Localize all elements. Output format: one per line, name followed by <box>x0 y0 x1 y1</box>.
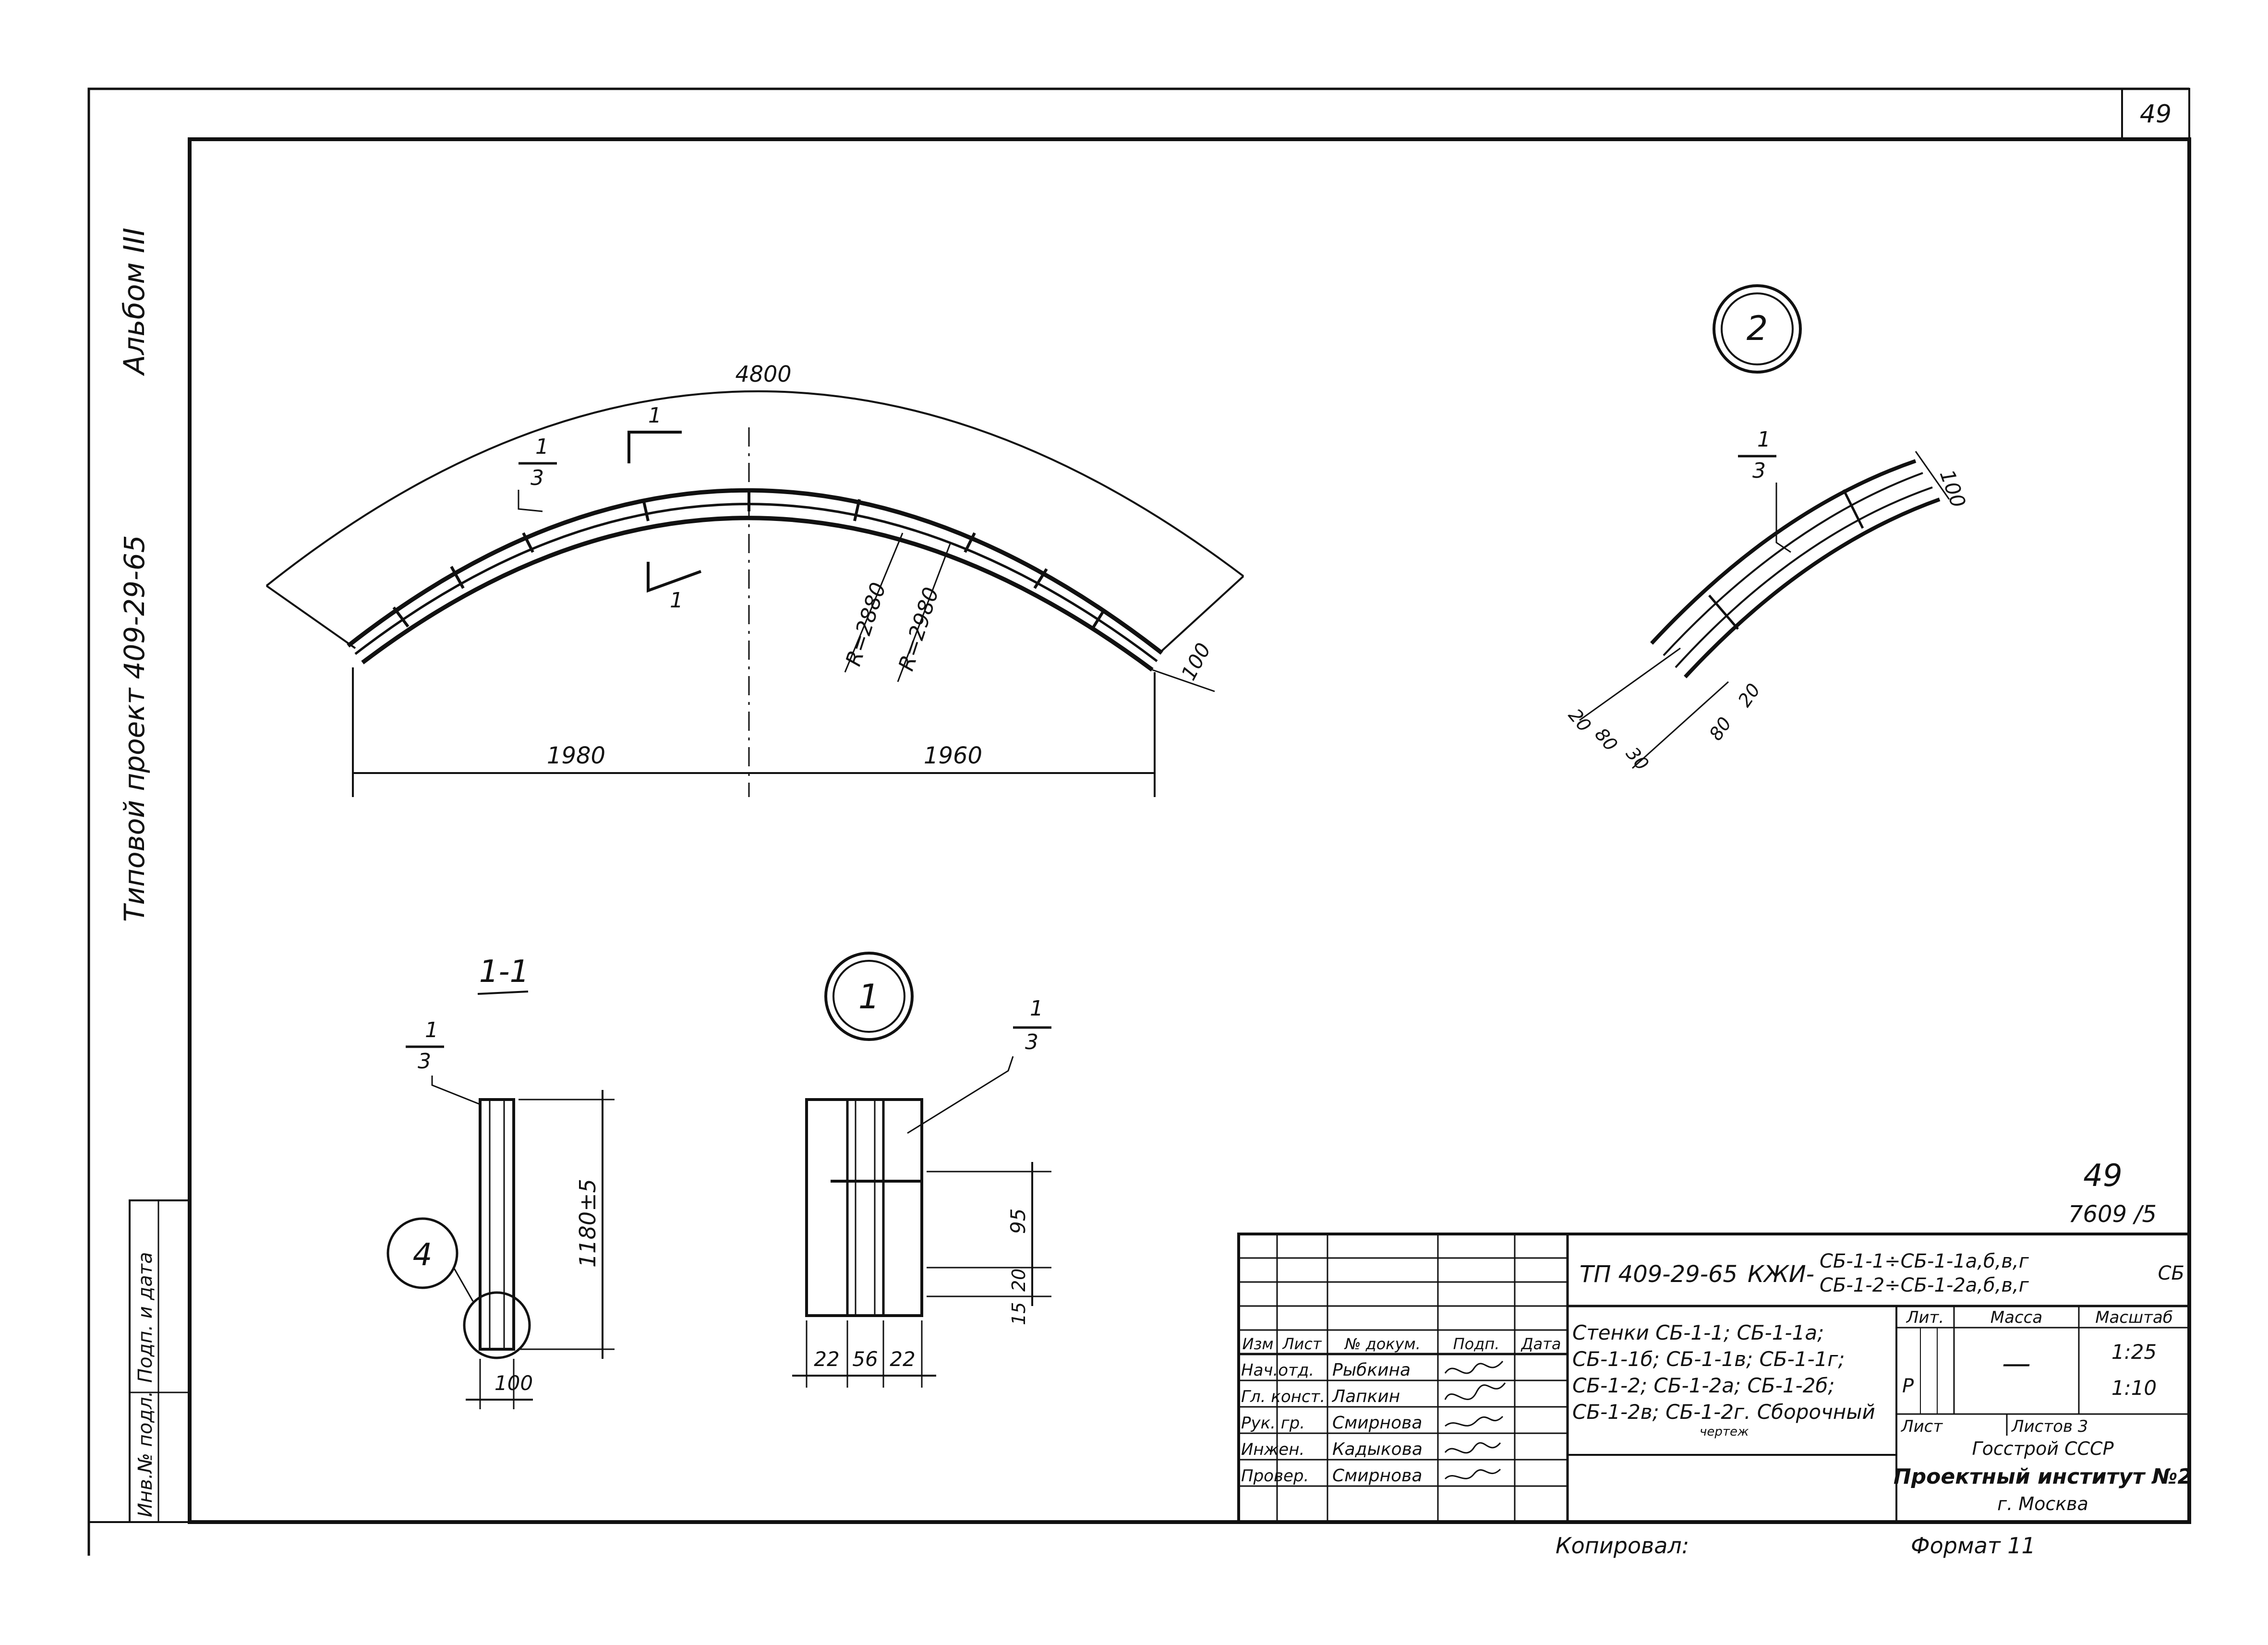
tb-sheets-label: Листов 3 <box>2011 1417 2088 1436</box>
project-label: Типовой проект 409-29-65 <box>118 535 151 922</box>
tb-org-line3: г. Москва <box>1997 1493 2088 1514</box>
tb-header-izm: Изм <box>1242 1335 1273 1353</box>
tb-scale-header: Масштаб <box>2095 1308 2173 1327</box>
dim-d1-15: 15 <box>1008 1302 1029 1325</box>
tb-header-doc: № докум. <box>1344 1335 1421 1353</box>
tb-scale-2: 1:10 <box>2111 1376 2157 1400</box>
dim-right-half: 1960 <box>924 742 982 769</box>
tb-name-2: Смирнова <box>1332 1413 1422 1433</box>
dim-d1-20: 20 <box>1008 1269 1029 1292</box>
section-mark-top: 1 <box>648 403 662 428</box>
tb-header-date: Дата <box>1520 1335 1561 1353</box>
radius-inner: R=2880 <box>841 580 891 669</box>
tb-org-line1: Госстрой СССР <box>1972 1438 2113 1459</box>
dim-d1-56: 56 <box>852 1347 878 1371</box>
ref-mark-top-d2: 1 <box>1757 427 1771 452</box>
dim-detail2-width: 100 <box>1935 467 1970 511</box>
tb-name-0: Рыбкина <box>1332 1360 1411 1380</box>
dim-d2-80b: 80 <box>1705 713 1736 744</box>
dim-section-width: 100 <box>495 1371 533 1395</box>
radius-outer: R=2980 <box>894 584 944 674</box>
copied-label: Копировал: <box>1556 1533 1689 1559</box>
tb-desc-4: чертеж <box>1700 1425 1749 1439</box>
ref-mark-bottom-d1: 3 <box>1025 1030 1038 1054</box>
tb-name-4: Смирнова <box>1332 1466 1422 1486</box>
dim-d1-95: 95 <box>1006 1209 1030 1234</box>
dim-d2-30: 30 <box>1622 743 1653 774</box>
tb-lit-header: Лит. <box>1906 1308 1944 1327</box>
detail-1-callout: 1 <box>858 977 880 1016</box>
sheet-number-corner: 49 <box>2140 100 2171 129</box>
detail-1: 1 95 20 15 22 56 22 1 3 <box>792 952 1051 1388</box>
dim-wall-thickness: 100 <box>1177 639 1216 684</box>
tb-kzh: КЖИ- <box>1748 1261 1814 1288</box>
tb-role-4: Провер. <box>1241 1466 1309 1486</box>
format-label: Формат 11 <box>1911 1533 2036 1559</box>
dim-d1-22b: 22 <box>890 1347 915 1371</box>
ref-mark-bottom-d2: 3 <box>1752 459 1766 483</box>
tb-name-3: Кадыкова <box>1332 1439 1423 1459</box>
dim-section-height: 1180±5 <box>575 1179 601 1268</box>
sheet-number-lower: 49 <box>2083 1158 2122 1194</box>
tb-desc-0: Стенки СБ-1-1; СБ-1-1а; <box>1572 1321 1824 1344</box>
dim-d2-80a: 80 <box>1591 724 1622 755</box>
tb-desc-1: СБ-1-1б; СБ-1-1в; СБ-1-1г; <box>1572 1347 1845 1371</box>
document-number: 7609 /5 <box>2068 1201 2157 1228</box>
detail-2-callout: 2 <box>1747 309 1768 348</box>
dim-left-half: 1980 <box>547 742 605 769</box>
tb-sheet-label: Лист <box>1900 1417 1943 1436</box>
dim-arc-length: 4800 <box>735 361 791 387</box>
left-margin: Альбом III Типовой проект 409-29-65 Инв.… <box>118 228 191 1523</box>
tb-role-3: Инжен. <box>1241 1440 1304 1459</box>
ref-mark-bottom-s11: 3 <box>418 1049 431 1074</box>
tb-lit-value: Р <box>1902 1375 1914 1397</box>
tb-header-list: Лист <box>1282 1335 1322 1353</box>
tb-header-sign: Подп. <box>1453 1335 1500 1353</box>
arc-plan-view: 4800 1980 1960 100 R=2880 R=2980 1 1 1 3 <box>265 361 1244 797</box>
section-label: 1-1 <box>479 954 530 990</box>
tb-codes-suffix: СБ <box>2158 1262 2184 1284</box>
tb-role-0: Нач.отд. <box>1241 1361 1314 1380</box>
tb-codes-line2: СБ-1-2÷СБ-1-2а,б,в,г <box>1820 1274 2029 1296</box>
signatures <box>1444 1361 1506 1480</box>
title-block: Изм Лист № докум. Подп. Дата Нач.отд. Гл… <box>1237 1233 2192 1524</box>
album-label: Альбом III <box>118 228 151 376</box>
detail-4-callout: 4 <box>413 1237 433 1273</box>
tb-desc-2: СБ-1-2; СБ-1-2а; СБ-1-2б; <box>1572 1374 1834 1397</box>
inventory-date-header: Подп. и дата <box>134 1252 157 1383</box>
detail-2: 2 1 3 100 20 80 30 80 20 <box>1564 284 1970 774</box>
sheet-frame <box>87 87 2191 1556</box>
inventory-header: Инв.№ подл. <box>134 1391 157 1517</box>
dim-d2-20b: 20 <box>1734 679 1764 711</box>
tb-role-2: Рук. гр. <box>1241 1414 1305 1433</box>
tb-role-1: Гл. конст. <box>1241 1387 1325 1406</box>
tb-scale-1: 1:25 <box>2111 1340 2157 1364</box>
tb-codes-line1: СБ-1-1÷СБ-1-1а,б,в,г <box>1820 1250 2029 1272</box>
section-1-1: 1-1 1 3 1180±5 4 100 <box>386 954 615 1409</box>
tb-project-code: ТП 409-29-65 <box>1580 1261 1737 1288</box>
ref-mark-top-d1: 1 <box>1030 996 1043 1021</box>
ref-mark-top-s11: 1 <box>425 1018 438 1042</box>
ref-mark-bottom: 3 <box>531 466 544 490</box>
tb-mass-value: — <box>2002 1347 2031 1380</box>
dim-d2-20a: 20 <box>1564 705 1595 736</box>
dim-d1-22a: 22 <box>814 1347 839 1371</box>
tb-org-line2: Проектный институт №2 <box>1894 1464 2192 1489</box>
tb-mass-header: Масса <box>1991 1308 2042 1327</box>
tb-name-1: Лапкин <box>1331 1387 1400 1406</box>
section-mark-bottom: 1 <box>670 588 683 613</box>
ref-mark-top: 1 <box>535 435 549 459</box>
tb-desc-3: СБ-1-2в; СБ-1-2г. Сборочный <box>1572 1400 1875 1424</box>
